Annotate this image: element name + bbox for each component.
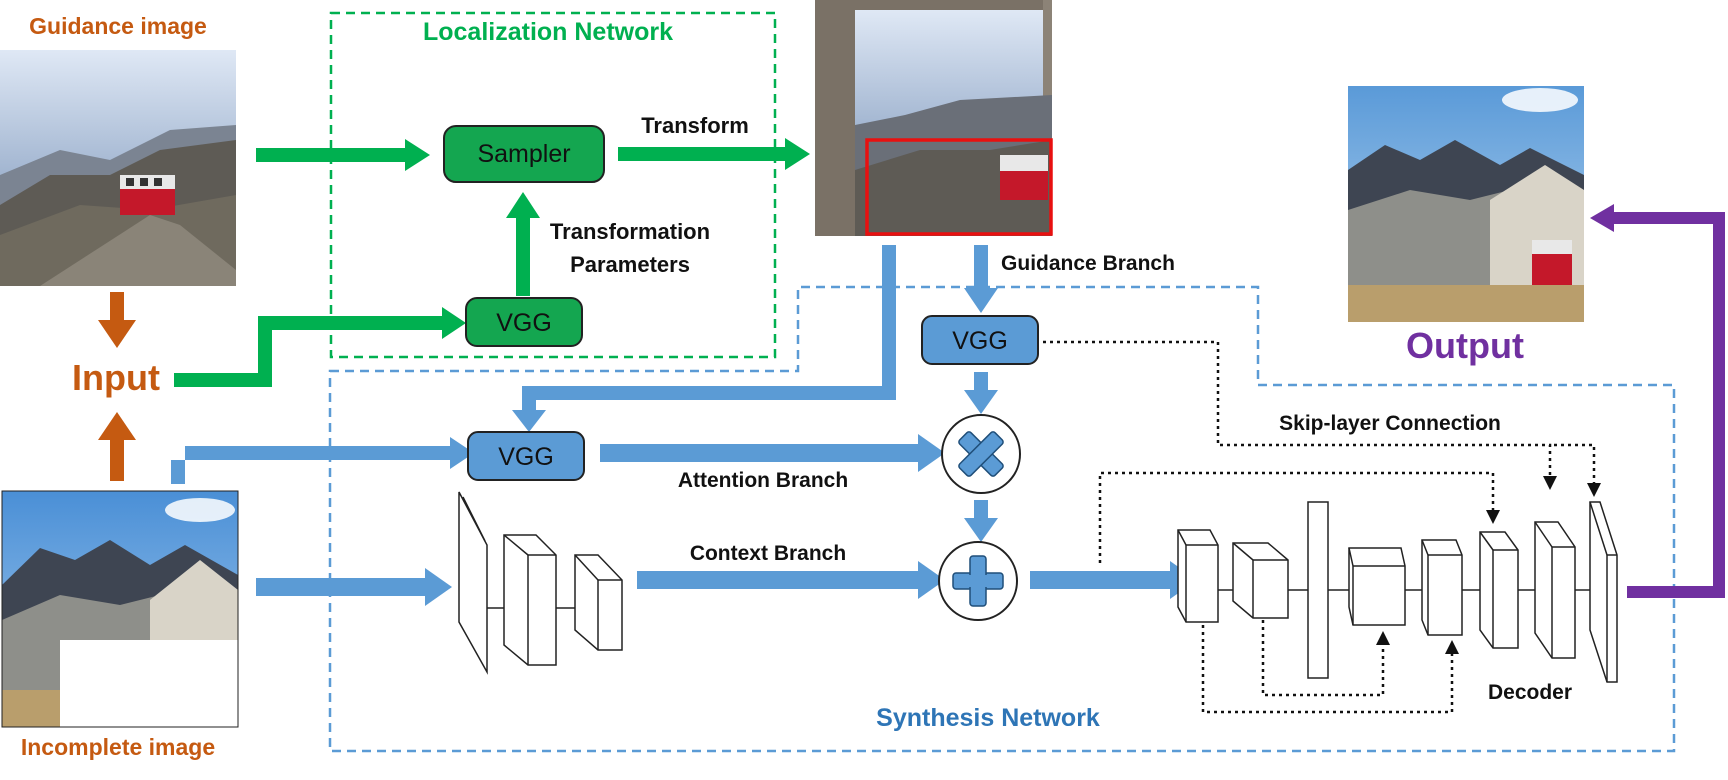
skip-layer-connection-label: Skip-layer Connection (1279, 412, 1501, 435)
blue-arrows (171, 245, 1197, 606)
vgg-localization-block (465, 297, 583, 347)
skip-connections (1043, 340, 1596, 714)
sampler-label: Sampler (477, 140, 570, 168)
context-branch-label: Context Branch (690, 542, 846, 565)
vgg-attention-label: VGG (498, 443, 554, 471)
guidance-image (0, 50, 236, 286)
localization-network-title: Localization Network (423, 18, 673, 46)
vgg-attention-block (467, 431, 585, 481)
incomplete-image-label: Incomplete image (21, 734, 215, 760)
guidance-image-label: Guidance image (29, 13, 207, 39)
attention-branch-label: Attention Branch (678, 469, 848, 492)
skip-arrowheads (1376, 476, 1601, 654)
input-label: Input (72, 357, 160, 398)
transformed-image (815, 0, 1053, 236)
guidance-branch-label: Guidance Branch (1001, 252, 1175, 275)
vgg-guidance-block (921, 315, 1039, 365)
output-arrow (1590, 204, 1725, 598)
output-label: Output (1406, 325, 1524, 366)
input-arrows (98, 292, 136, 481)
synthesis-network-title: Synthesis Network (876, 704, 1100, 732)
incomplete-image (1, 490, 239, 728)
multiply-operator (941, 414, 1021, 494)
sampler-block (443, 125, 605, 183)
vgg-localization-label: VGG (496, 309, 552, 337)
output-image (1348, 86, 1584, 322)
context-encoder (458, 491, 623, 675)
green-arrows (174, 138, 810, 387)
decoder-label: Decoder (1488, 681, 1572, 704)
transformation-parameters-label-line2: Parameters (570, 252, 690, 277)
vgg-guidance-label: VGG (952, 327, 1008, 355)
add-operator (938, 541, 1018, 621)
decoder-network (1177, 501, 1618, 683)
transformation-parameters-label-line1: Transformation (550, 219, 710, 244)
localization-network-border (329, 11, 777, 359)
transform-region-box (865, 138, 1053, 236)
synthesis-network-border (328, 285, 1676, 753)
transform-label: Transform (641, 113, 749, 138)
